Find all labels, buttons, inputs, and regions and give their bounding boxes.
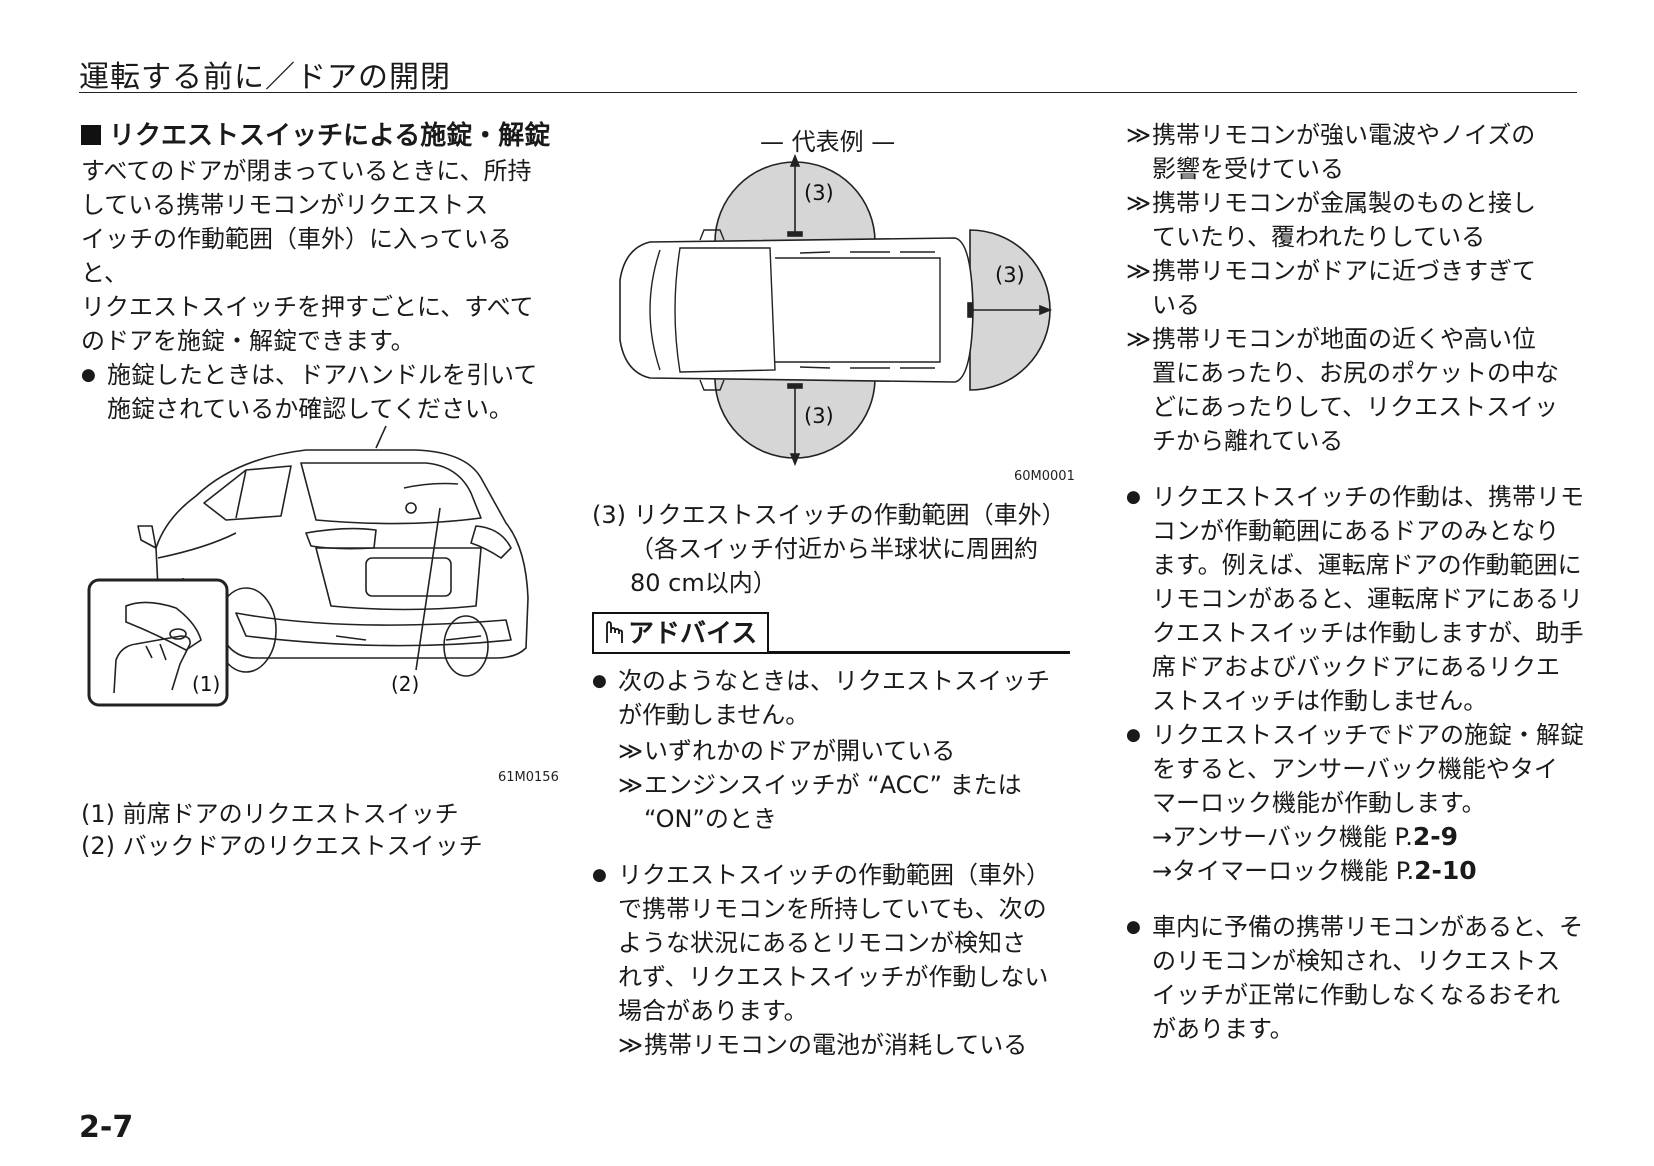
page-reference-text: →タイマーロック機能 P. xyxy=(1152,857,1415,885)
advice-rule xyxy=(592,651,1070,654)
section-heading: リクエストスイッチによる施錠・解錠 xyxy=(81,118,553,154)
condition-item: 携帯リモコンが地面の近くや高い位 置にあったり、お尻のポケットの中な どにあった… xyxy=(1126,322,1586,458)
condition-line: どにあったりして、リクエストスイッ xyxy=(1152,393,1559,421)
bullet-line: コンが作動範囲にあるドアのみとなり xyxy=(1152,517,1560,545)
car-top-view-diagram: (3) (3) (3) xyxy=(619,153,1053,467)
range-label-top: (3) xyxy=(804,181,834,205)
figure-code: 61M0156 xyxy=(498,770,559,785)
caption-line: (1) 前席ドアのリクエストスイッチ xyxy=(81,800,459,828)
page-reference-text: →アンサーバック機能 P. xyxy=(1152,823,1413,851)
condition-line: いる xyxy=(1152,291,1200,319)
bullet-line: ような状況にあるとリモコンが検知さ xyxy=(618,929,1026,957)
figure-title: — 代表例 — xyxy=(760,128,896,156)
bullet-line: 次のようなときは、リクエストスイッチ xyxy=(618,667,1050,695)
intro-line: イッチの作動範囲（車外）に入っていると、 xyxy=(81,225,512,287)
bullet-item: リクエストスイッチでドアの施錠・解錠 をすると、アンサーバック機能やタイ マーロ… xyxy=(1126,718,1586,820)
intro-line: している携帯リモコンがリクエストス xyxy=(81,191,489,219)
bullet-item: 次のようなときは、リクエストスイッチ が作動しません。 xyxy=(592,664,1070,732)
bullet-line: 施錠したときは、ドアハンドルを引いて xyxy=(107,361,538,389)
callout-label-2: (2) xyxy=(391,672,419,696)
bullet-line: ストスイッチは作動しません。 xyxy=(1152,687,1488,715)
bullet-line: のリモコンが検知され、リクエストス xyxy=(1152,947,1561,975)
bullet-line: マーロック機能が作動します。 xyxy=(1152,789,1486,817)
caption-line: (2) バックドアのリクエストスイッチ xyxy=(81,832,483,860)
bullet-line: リクエストスイッチでドアの施錠・解錠 xyxy=(1152,721,1584,749)
bullet-line: クエストスイッチは作動しますが、助手 xyxy=(1152,619,1584,647)
condition-item: エンジンスイッチが “ACC” または “ON”のとき xyxy=(618,768,1070,836)
figure-code: 60M0001 xyxy=(1014,469,1075,484)
bullet-line: リクエストスイッチの作動は、携帯リモ xyxy=(1152,483,1584,511)
bullet-item: リクエストスイッチの作動は、携帯リモ コンが作動範囲にあるドアのみとなり ます。… xyxy=(1126,480,1586,718)
caption-line: （各スイッチ付近から半球状に周囲約 xyxy=(630,535,1038,563)
condition-line: 携帯リモコンが地面の近くや高い位 xyxy=(1152,325,1536,353)
condition-item: 携帯リモコンが金属製のものと接し ていたり、覆われたりしている xyxy=(1126,186,1586,254)
page-reference[interactable]: →アンサーバック機能 P.2-9 xyxy=(1126,820,1586,854)
bullet-line: があります。 xyxy=(1152,1015,1294,1043)
bullet-item: 施錠したときは、ドアハンドルを引いて 施錠されているか確認してください。 xyxy=(81,358,553,426)
condition-line: チから離れている xyxy=(1152,427,1344,455)
condition-line: “ON”のとき xyxy=(644,805,777,833)
range-label-bottom: (3) xyxy=(804,404,834,428)
bullet-item: リクエストスイッチの作動範囲（車外） で携帯リモコンを所持していても、次の よう… xyxy=(592,858,1070,1028)
advice-title: アドバイス xyxy=(628,619,758,649)
bullet-line: 施錠されているか確認してください。 xyxy=(107,395,513,423)
range-caption: (3) リクエストスイッチの作動範囲（車外） （各スイッチ付近から半球状に周囲約… xyxy=(592,498,1070,600)
header-divider xyxy=(79,92,1577,93)
intro-paragraph: すべてのドアが閉まっているときに、所持 している携帯リモコンがリクエストス イッ… xyxy=(81,154,553,358)
condition-line: ていたり、覆われたりしている xyxy=(1152,223,1486,251)
bullet-line: イッチが正常に作動しなくなるおそれ xyxy=(1152,981,1560,1009)
bullet-line: リモコンがあると、運転席ドアにあるリ xyxy=(1152,585,1584,613)
bullet-line: で携帯リモコンを所持していても、次の xyxy=(618,895,1047,923)
condition-line: 携帯リモコンが強い電波やノイズの xyxy=(1152,121,1536,149)
advice-header: アドバイス xyxy=(592,612,1070,658)
page-reference-number[interactable]: 2-9 xyxy=(1412,822,1459,851)
caption-line: (3) リクエストスイッチの作動範囲（車外） xyxy=(592,501,1066,529)
section-heading-text: リクエストスイッチによる施錠・解錠 xyxy=(109,121,551,151)
column-right: 携帯リモコンが強い電波やノイズの 影響を受けている 携帯リモコンが金属製のものと… xyxy=(1126,118,1586,1046)
condition-line: 携帯リモコンの電池が消耗している xyxy=(644,1031,1028,1059)
intro-line: リクエストスイッチを押すごとに、すべて xyxy=(81,293,534,321)
page-reference[interactable]: →タイマーロック機能 P.2-10 xyxy=(1126,854,1586,888)
condition-line: エンジンスイッチが “ACC” または xyxy=(644,771,1022,799)
bullet-line: をすると、アンサーバック機能やタイ xyxy=(1152,755,1558,783)
condition-item: 携帯リモコンがドアに近づきすぎて いる xyxy=(1126,254,1586,322)
column-left: リクエストスイッチによる施錠・解錠 すべてのドアが閉まっているときに、所持 して… xyxy=(81,118,553,426)
bullet-item: 車内に予備の携帯リモコンがあると、そ のリモコンが検知され、リクエストス イッチ… xyxy=(1126,910,1586,1046)
bullet-line: 車内に予備の携帯リモコンがあると、そ xyxy=(1152,913,1584,941)
intro-line: すべてのドアが閉まっているときに、所持 xyxy=(81,157,532,185)
condition-line: 影響を受けている xyxy=(1152,155,1344,183)
page-header-title: 運転する前に／ドアの開閉 xyxy=(79,60,451,95)
pointing-hand-icon xyxy=(606,621,623,643)
condition-line: 置にあったり、お尻のポケットの中な xyxy=(1152,359,1560,387)
page-number: 2-7 xyxy=(79,1110,134,1145)
callout-label-1: (1) xyxy=(192,672,220,696)
condition-line: 携帯リモコンがドアに近づきすぎて xyxy=(1152,257,1536,285)
intro-line: のドアを施錠・解錠できます。 xyxy=(81,327,415,355)
caption-line: 80 cm以内） xyxy=(630,569,777,597)
bullet-line: ます。例えば、運転席ドアの作動範囲に xyxy=(1152,551,1582,579)
condition-line: 携帯リモコンが金属製のものと接し xyxy=(1152,189,1536,217)
range-label-rear: (3) xyxy=(995,263,1025,287)
bullet-line: れず、リクエストスイッチが作動しない xyxy=(618,963,1049,991)
page-reference-number[interactable]: 2-10 xyxy=(1414,856,1477,885)
bullet-line: リクエストスイッチの作動範囲（車外） xyxy=(618,861,1050,889)
advice-title-box: アドバイス xyxy=(592,612,770,654)
condition-line: いずれかのドアが開いている xyxy=(644,737,956,765)
column-middle: (3) リクエストスイッチの作動範囲（車外） （各スイッチ付近から半球状に周囲約… xyxy=(592,498,1070,1062)
suv-rear-illustration: (1) (2) xyxy=(87,425,529,707)
bullet-line: が作動しません。 xyxy=(618,701,810,729)
condition-item: いずれかのドアが開いている xyxy=(618,734,1070,768)
bullet-line: 場合があります。 xyxy=(618,997,808,1025)
figure-captions: (1) 前席ドアのリクエストスイッチ (2) バックドアのリクエストスイッチ xyxy=(81,798,483,862)
condition-item: 携帯リモコンが強い電波やノイズの 影響を受けている xyxy=(1126,118,1586,186)
condition-item: 携帯リモコンの電池が消耗している xyxy=(618,1028,1070,1062)
bullet-line: 席ドアおよびバックドアにあるリクエ xyxy=(1152,653,1560,681)
square-bullet-icon xyxy=(81,125,101,145)
